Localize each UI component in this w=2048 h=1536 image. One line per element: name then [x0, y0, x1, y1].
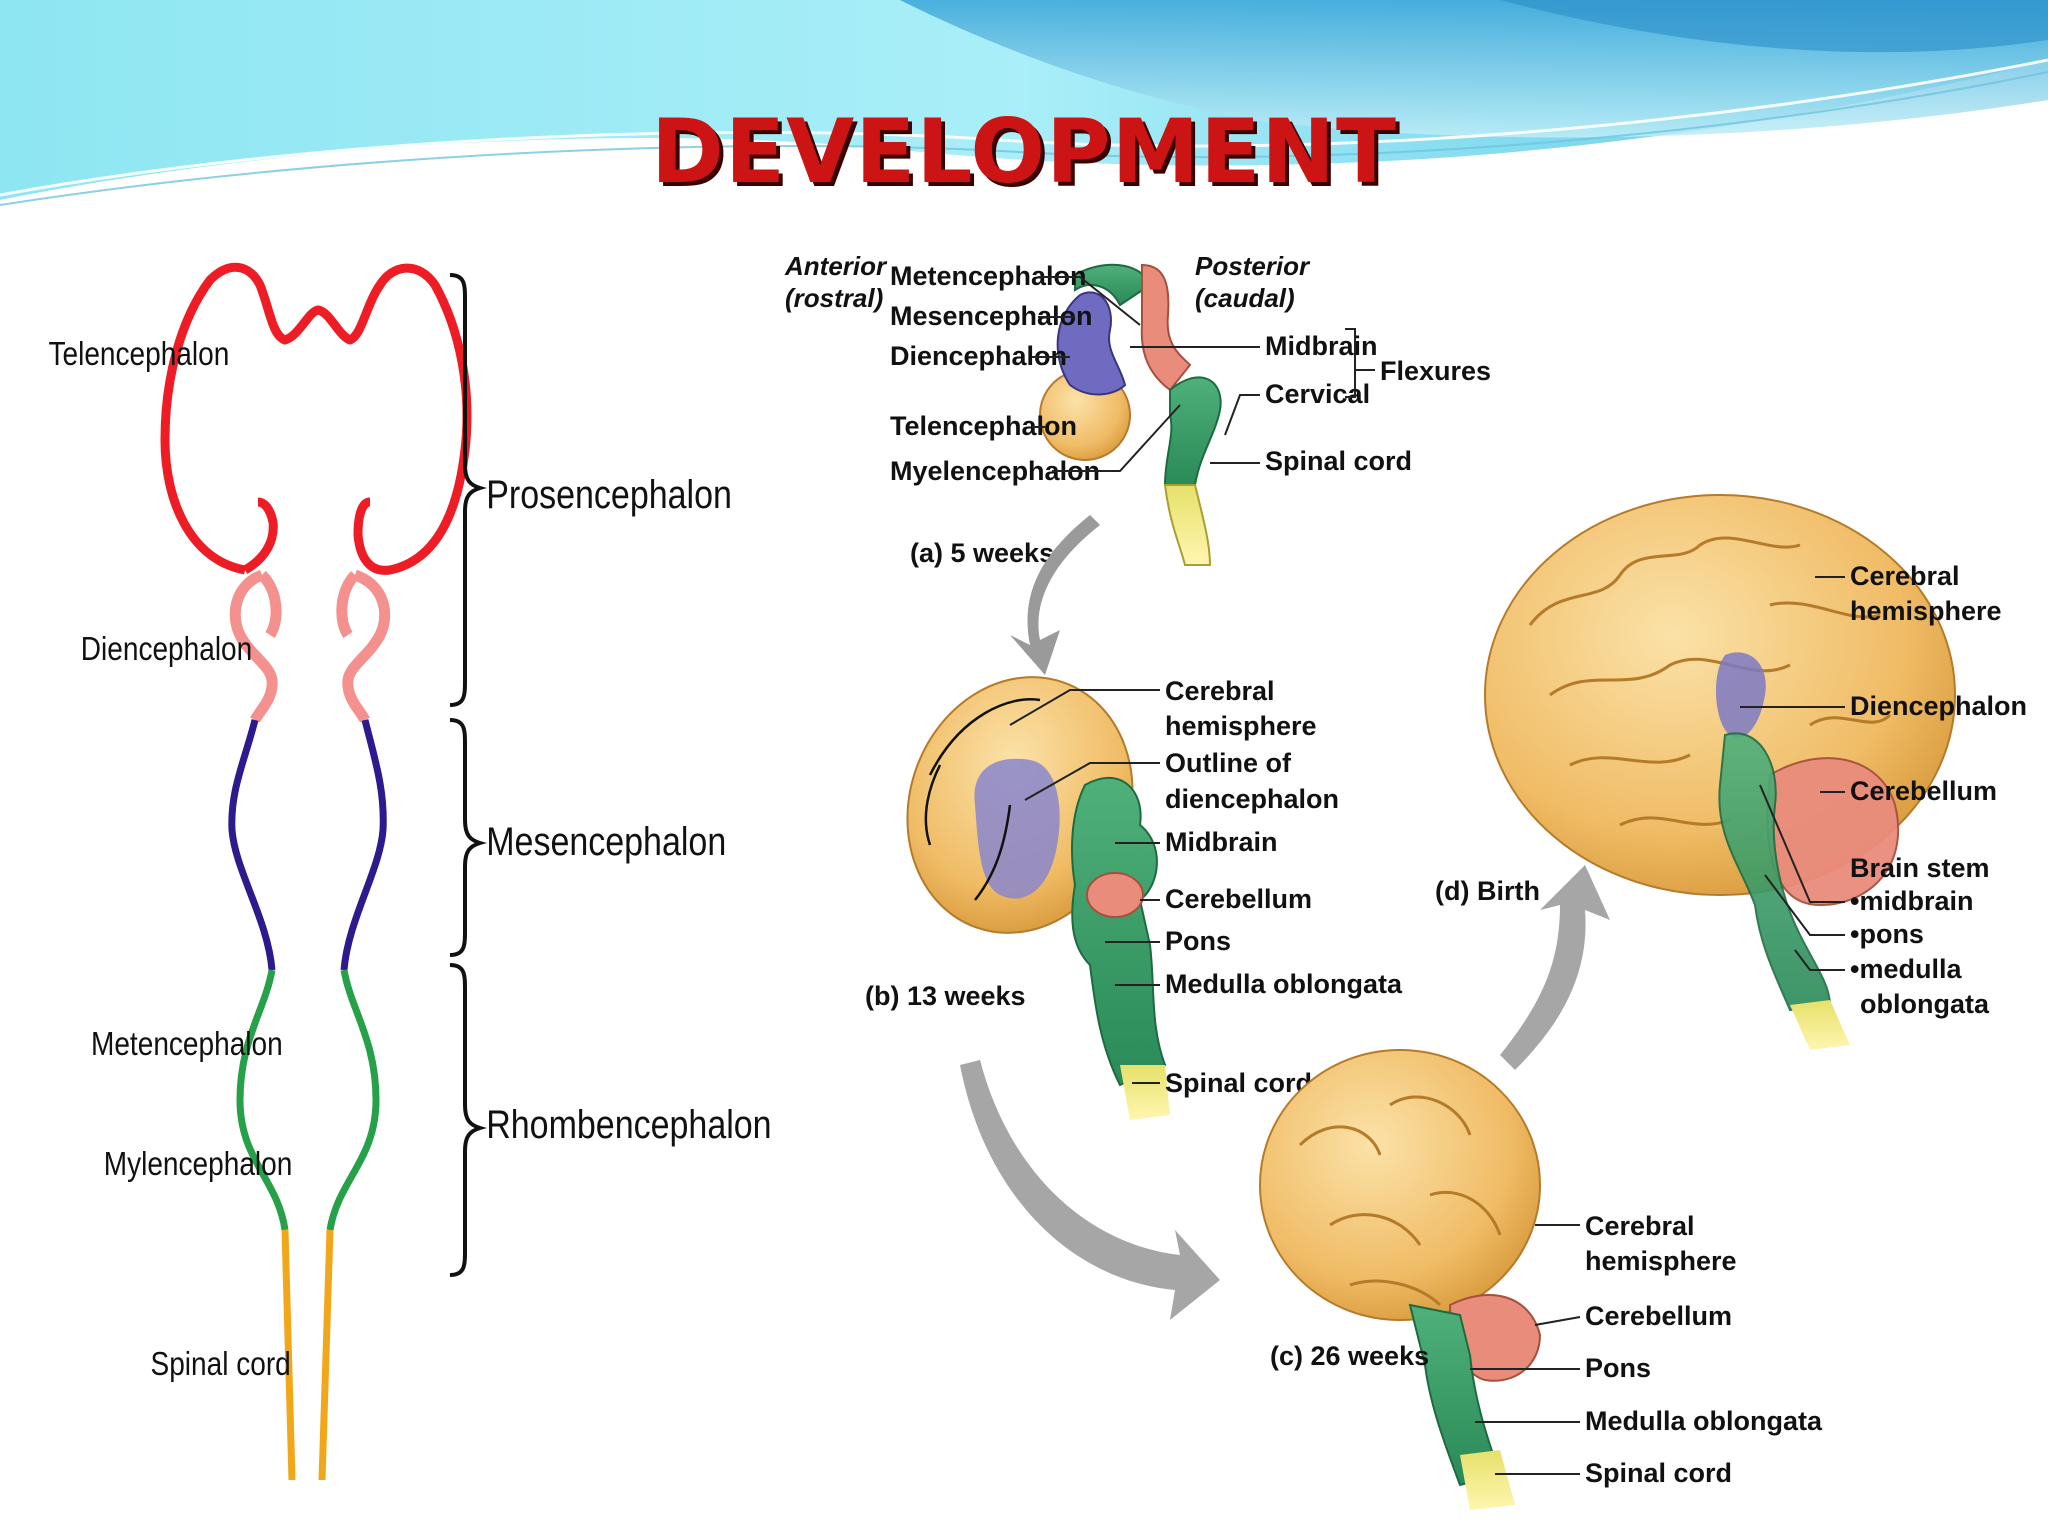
stage-a-leader-lines	[1032, 276, 1375, 472]
rhombencephalon-shape	[236, 969, 380, 1231]
slide-title: DEVELOPMENT	[651, 100, 1397, 203]
brace-label-mesencephalon: Mesencephalon	[486, 818, 726, 863]
brace-label-prosencephalon: Prosencephalon	[486, 471, 732, 516]
label-d-medulla: •medulla	[1850, 954, 1962, 984]
telencephalon-outline	[160, 262, 472, 575]
stage-c-26-weeks: Cerebral hemisphere Cerebellum Pons Medu…	[1259, 1049, 1823, 1510]
label-b-cerebral: Cerebral	[1165, 676, 1275, 706]
spinal-cord-shape	[281, 1229, 334, 1481]
label-d-pons: •pons	[1850, 919, 1924, 949]
label-a-cervical: Cervical	[1265, 379, 1370, 409]
label-d-brain-stem: Brain stem	[1850, 853, 1990, 883]
label-b-hemisphere: hemisphere	[1165, 711, 1317, 741]
caption-b: (b) 13 weeks	[865, 981, 1026, 1011]
label-a-spinal-cord: Spinal cord	[1265, 446, 1412, 476]
stage-b-leader-lines	[1009, 689, 1160, 1084]
label-d-midbrain: •midbrain	[1850, 886, 1973, 916]
label-a-telencephalon: Telencephalon	[890, 411, 1077, 441]
label-spinal-cord: Spinal cord	[151, 1346, 291, 1383]
arrow-a-to-b	[1010, 515, 1100, 675]
arrow-b-to-c	[960, 1060, 1220, 1320]
label-c-medulla-oblongata: Medulla oblongata	[1585, 1406, 1823, 1436]
label-diencephalon: Diencephalon	[81, 631, 252, 668]
label-metencephalon: Metencephalon	[91, 1026, 283, 1063]
label-mylencephalon: Mylencephalon	[104, 1146, 293, 1183]
label-c-cerebellum: Cerebellum	[1585, 1301, 1732, 1331]
label-b-cerebellum: Cerebellum	[1165, 884, 1312, 914]
brace-label-rhombencephalon: Rhombencephalon	[486, 1101, 771, 1146]
label-c-cerebral: Cerebral	[1585, 1211, 1695, 1241]
diencephalon-shape	[229, 569, 391, 723]
label-d-hemisphere: hemisphere	[1850, 596, 2002, 626]
label-telencephalon: Telencephalon	[49, 336, 230, 373]
label-b-medulla-oblongata: Medulla oblongata	[1165, 969, 1403, 999]
header-wave	[0, 0, 2048, 206]
label-posterior: Posterior	[1195, 251, 1311, 281]
label-c-hemisphere: hemisphere	[1585, 1246, 1737, 1276]
stage-b-13-weeks: Cerebral hemisphere Outline of diencepha…	[865, 676, 1403, 1120]
caption-d: (d) Birth	[1435, 876, 1540, 906]
label-b-pons: Pons	[1165, 926, 1231, 956]
label-c-spinal-cord: Spinal cord	[1585, 1458, 1732, 1488]
label-c-pons: Pons	[1585, 1353, 1651, 1383]
label-caudal: (caudal)	[1195, 283, 1295, 313]
stage-d-leader-lines	[1740, 576, 1845, 971]
stage-d-birth: Cerebral hemisphere Diencephalon Cerebel…	[1435, 494, 2027, 1050]
label-b-diencephalon: diencephalon	[1165, 784, 1339, 814]
caption-a: (a) 5 weeks	[910, 538, 1054, 568]
label-d-oblongata: oblongata	[1860, 989, 1990, 1019]
brain-development-stages: Anterior (rostral) Posterior (caudal) Me…	[784, 251, 2027, 1510]
label-d-cerebral: Cerebral	[1850, 561, 1960, 591]
label-b-spinal-cord: Spinal cord	[1165, 1068, 1312, 1098]
label-a-midbrain: Midbrain	[1265, 331, 1378, 361]
stage-c-leader-lines	[1470, 1224, 1581, 1475]
brain-vesicles-diagram: Telencephalon Diencephalon Metencephalon…	[49, 262, 772, 1481]
label-d-diencephalon: Diencephalon	[1850, 691, 2027, 721]
label-rostral: (rostral)	[785, 283, 883, 313]
label-anterior: Anterior	[784, 251, 888, 281]
label-a-flexures: Flexures	[1380, 356, 1491, 386]
stage-a-5-weeks: Anterior (rostral) Posterior (caudal) Me…	[784, 251, 1491, 568]
label-b-midbrain: Midbrain	[1165, 827, 1278, 857]
braces	[449, 273, 487, 1277]
label-b-outline-of: Outline of	[1165, 748, 1292, 778]
caption-c: (c) 26 weeks	[1270, 1341, 1429, 1371]
arrow-c-to-d	[1500, 865, 1610, 1070]
mesencephalon-shape	[228, 719, 387, 971]
label-d-cerebellum: Cerebellum	[1850, 776, 1997, 806]
